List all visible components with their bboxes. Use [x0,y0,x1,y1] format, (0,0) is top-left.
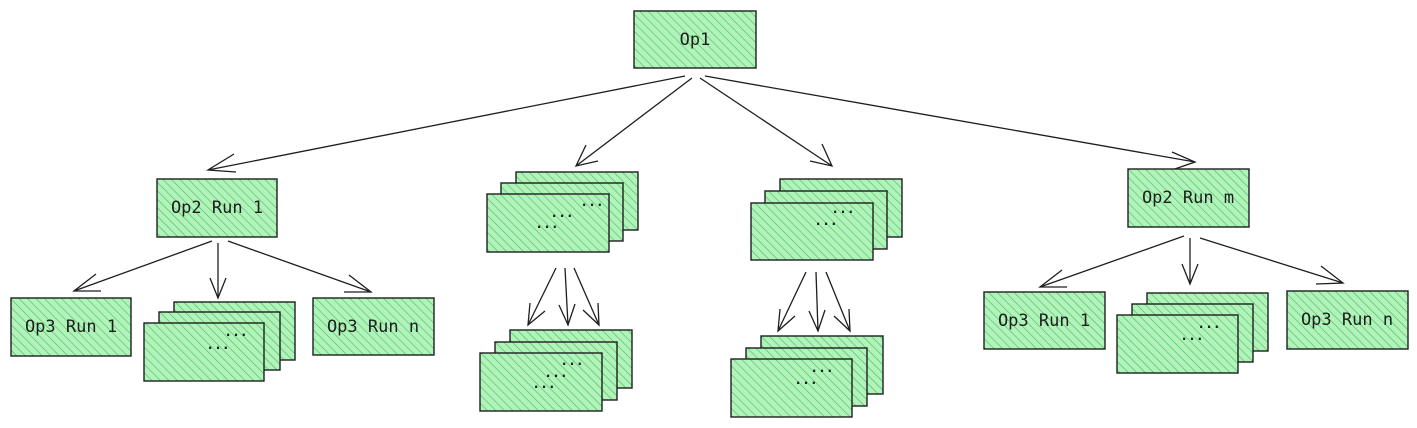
arrow-op2-run-1-to-op3-run-n [227,240,373,293]
arrow-op1-to-stack-a [574,77,693,167]
stack-op3-runs-b: ... ... [730,335,884,418]
arrow-op2-run-m-to-op3-run-n [1199,237,1345,285]
stack-op3-runs-right: ... ... [1116,292,1269,374]
stack-op2-runs-a: ... ... ... [486,171,639,253]
stack-left-dots-2: ... [206,338,229,353]
arrow-op2-run-1-to-stack [209,243,227,300]
arrows [72,75,1345,333]
node-op3-run-n-right-label: Op3 Run n [1301,310,1393,330]
node-op1-label: Op1 [680,30,711,50]
node-op2-run-1: Op2 Run 1 [156,178,278,238]
stack-a-dots-1: ... [580,195,603,210]
arrow-op2-run-m-to-op3-run-1 [1038,235,1185,288]
arrows-stack-b-to-children [777,271,851,333]
stack-left-dots-1: ... [224,325,247,340]
node-op3-run-n-left-label: Op3 Run n [327,317,419,337]
node-op2-run-m-label: Op2 Run m [1142,188,1234,208]
stack-3a-dots-1: ... [560,354,583,369]
stack-a-dots-2: ... [550,206,573,221]
stack-op3-runs-left: ... ... [143,301,296,382]
stack-a-dots-3: ... [535,217,558,232]
node-op3-run-1-right: Op3 Run 1 [983,291,1106,350]
stack-3b-dots-1: ... [810,361,833,376]
arrow-op2-run-1-to-op3-run-1 [72,240,213,292]
stack-op3-runs-a: ... ... ... [479,329,633,412]
stack-right-dots-1: ... [1197,317,1220,332]
node-op3-run-n-right: Op3 Run n [1286,290,1409,350]
arrow-op1-to-op2-run-1 [205,75,686,173]
arrow-op1-to-op2-run-m [704,75,1197,172]
stack-op2-runs-b: ... ... [750,178,903,261]
stack-3a-dots-2: ... [544,366,567,381]
node-op3-run-1-left-label: Op3 Run 1 [25,317,117,337]
arrow-op2-run-m-to-stack [1181,238,1199,286]
node-op3-run-1-left: Op3 Run 1 [10,297,132,357]
stack-b-dots-1: ... [831,202,854,217]
arrow-op1-to-stack-b [699,77,834,167]
node-op3-run-n-left: Op3 Run n [312,297,435,356]
stack-3b-dots-2: ... [794,373,817,388]
stack-right-dots-2: ... [1180,329,1203,344]
node-op2-run-m: Op2 Run m [1127,168,1250,228]
node-op1: Op1 [633,10,757,69]
stack-3a-dots-3: ... [532,377,555,392]
node-op2-run-1-label: Op2 Run 1 [171,198,263,218]
node-op3-run-1-right-label: Op3 Run 1 [998,311,1090,331]
stack-b-dots-2: ... [814,214,837,229]
arrows-stack-a-to-children [527,267,600,327]
